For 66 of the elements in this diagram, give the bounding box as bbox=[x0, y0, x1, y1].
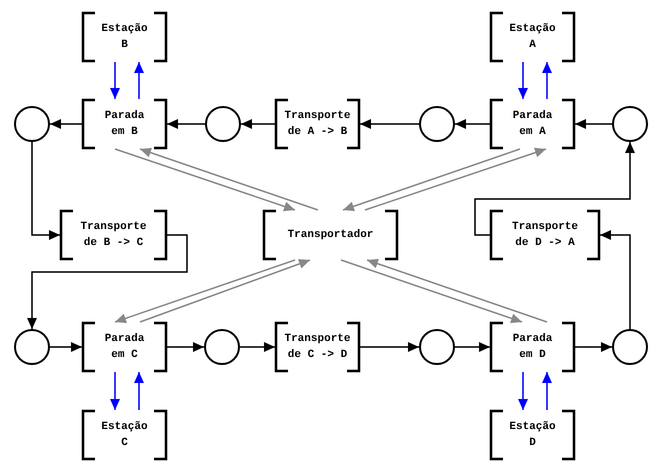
arrow bbox=[364, 148, 546, 211]
bracketed-box bbox=[490, 99, 575, 149]
arrow bbox=[542, 372, 552, 410]
arrow bbox=[134, 62, 144, 99]
box-label: Parada em A bbox=[512, 109, 554, 140]
box-label: Parada em C bbox=[104, 332, 146, 363]
bracketed-box bbox=[275, 322, 360, 372]
arrow bbox=[518, 372, 528, 410]
box-label: Estação C bbox=[100, 420, 149, 451]
arrow bbox=[600, 230, 631, 329]
bracketed-box bbox=[490, 322, 575, 372]
arrow bbox=[134, 372, 144, 410]
arrow bbox=[542, 62, 552, 99]
arrow bbox=[340, 259, 522, 324]
arrow bbox=[366, 258, 548, 323]
box-label: Estação A bbox=[508, 22, 557, 53]
arrow bbox=[518, 62, 528, 99]
bracketed-box bbox=[82, 99, 167, 149]
arrow bbox=[342, 148, 520, 212]
arrow bbox=[50, 119, 82, 129]
arrow bbox=[27, 234, 188, 329]
box-label: Estação B bbox=[100, 22, 149, 53]
bracketed-box bbox=[275, 99, 360, 149]
bracketed-box bbox=[82, 12, 167, 62]
bracketed-box bbox=[490, 410, 575, 460]
circle-node bbox=[612, 329, 648, 365]
circle-node bbox=[14, 106, 50, 142]
box-label: Transporte de A -> B bbox=[283, 109, 352, 140]
arrow bbox=[50, 342, 82, 352]
bracketed-box bbox=[490, 12, 575, 62]
arrow bbox=[140, 148, 318, 211]
circle-node bbox=[419, 106, 455, 142]
arrow bbox=[575, 342, 612, 352]
bracketed-box bbox=[82, 322, 167, 372]
arrow bbox=[167, 342, 204, 352]
arrow bbox=[575, 119, 612, 129]
bracketed-box bbox=[60, 210, 167, 260]
arrow bbox=[360, 342, 419, 352]
bracketed-box bbox=[263, 210, 398, 260]
arrow bbox=[167, 119, 205, 129]
circle-node bbox=[205, 106, 241, 142]
arrow bbox=[110, 62, 120, 99]
box-label: Transporte de C -> D bbox=[283, 332, 352, 363]
box-label: Parada em B bbox=[104, 109, 146, 140]
box-label: Transporte de D -> A bbox=[510, 220, 579, 251]
circle-node bbox=[204, 329, 240, 365]
arrow bbox=[114, 259, 296, 324]
arrow bbox=[110, 372, 120, 410]
arrow bbox=[360, 119, 419, 129]
box-label: Transporte de B -> C bbox=[79, 220, 148, 251]
arrow bbox=[114, 148, 296, 212]
box-label: Transportador bbox=[288, 228, 374, 243]
bracketed-box bbox=[490, 210, 600, 260]
arrow bbox=[241, 119, 275, 129]
arrow bbox=[31, 142, 60, 240]
arrow bbox=[140, 259, 310, 323]
circle-node bbox=[14, 329, 50, 365]
box-label: Estação D bbox=[508, 420, 557, 451]
circle-node bbox=[419, 329, 455, 365]
arrow bbox=[455, 342, 490, 352]
arrow bbox=[455, 119, 490, 129]
arrow bbox=[240, 342, 275, 352]
arrow bbox=[474, 142, 635, 236]
box-label: Parada em D bbox=[512, 332, 554, 363]
bracketed-box bbox=[82, 410, 167, 460]
circle-node bbox=[612, 106, 648, 142]
